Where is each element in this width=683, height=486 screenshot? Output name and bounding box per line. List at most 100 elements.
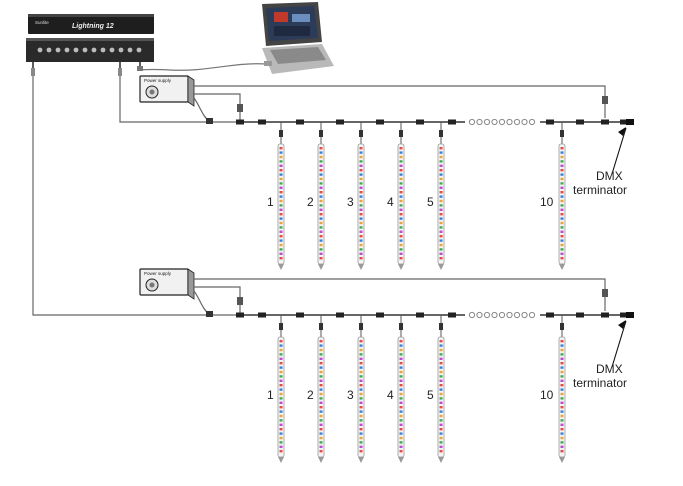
xlr-jack: [46, 47, 52, 53]
led-segment: [399, 370, 403, 374]
led-segment: [359, 239, 363, 242]
led-segment: [359, 432, 363, 435]
led-segment: [439, 182, 443, 185]
led-segment: [560, 257, 564, 260]
led-segment: [399, 419, 403, 422]
led-tube: 1: [267, 122, 285, 270]
led-segment: [319, 366, 323, 369]
led-segment: [359, 344, 363, 347]
continuation-dot: [498, 118, 506, 126]
led-segment: [439, 340, 443, 343]
led-segment: [359, 177, 363, 181]
led-segment: [359, 436, 363, 440]
led-segment: [359, 235, 363, 238]
led-segment: [439, 357, 443, 360]
led-segment: [560, 379, 564, 382]
led-segment: [439, 217, 443, 220]
led-segment: [279, 414, 283, 418]
led-segment: [319, 384, 323, 387]
led-segment: [279, 379, 283, 382]
led-segment: [439, 239, 443, 242]
led-segment: [359, 375, 363, 378]
led-segment: [279, 388, 283, 391]
bus-connector: [620, 312, 628, 318]
led-segment: [399, 226, 403, 229]
led-segment: [319, 450, 323, 453]
bus-connector: [601, 119, 609, 125]
led-segment: [560, 169, 564, 172]
led-segment: [560, 147, 564, 150]
led-segment: [560, 217, 564, 220]
bus-connector: [336, 119, 344, 125]
led-segment: [279, 340, 283, 343]
led-segment: [399, 208, 403, 211]
led-segment: [560, 423, 564, 426]
led-segment: [560, 406, 564, 409]
xlr-jack: [109, 47, 115, 53]
led-segment: [439, 230, 443, 233]
led-segment: [359, 226, 363, 229]
led-segment: [560, 252, 564, 255]
led-segment: [359, 410, 363, 413]
led-segment: [319, 423, 323, 426]
led-segment: [439, 151, 443, 154]
led-segment: [399, 401, 403, 404]
led-segment: [279, 450, 283, 453]
led-segment: [399, 239, 403, 242]
led-segment: [399, 217, 403, 220]
led-segment: [279, 357, 283, 360]
bus-connector: [576, 312, 584, 318]
led-segment: [319, 182, 323, 185]
led-segment: [399, 243, 403, 247]
led-segment: [399, 182, 403, 185]
continuation-dot: [528, 311, 536, 319]
xlr-jack: [73, 47, 79, 53]
led-segment: [319, 392, 323, 396]
led-segment: [399, 428, 403, 431]
led-segment: [279, 419, 283, 422]
controller-brand: Sunlite: [35, 20, 49, 25]
led-segment: [359, 195, 363, 198]
led-segment: [359, 164, 363, 167]
led-segment: [399, 235, 403, 238]
led-segment: [279, 248, 283, 251]
led-tube: 3: [347, 315, 365, 463]
led-segment: [399, 348, 403, 352]
led-segment: [560, 414, 564, 418]
led-segment: [439, 392, 443, 396]
led-segment: [319, 419, 323, 422]
led-segment: [279, 217, 283, 220]
led-tube: 5: [427, 122, 445, 270]
led-segment: [399, 169, 403, 172]
led-segment: [560, 230, 564, 233]
led-segment: [399, 213, 403, 216]
led-segment: [439, 177, 443, 181]
led-segment: [279, 257, 283, 260]
led-segment: [319, 177, 323, 181]
continuation-dot: [521, 118, 528, 126]
led-segment: [399, 353, 403, 356]
led-segment: [279, 348, 283, 352]
tube-number-label: 5: [427, 388, 434, 402]
led-segment: [560, 362, 564, 365]
led-segment: [439, 406, 443, 409]
led-segment: [279, 401, 283, 404]
led-segment: [359, 419, 363, 422]
led-segment: [359, 230, 363, 233]
xlr-jack: [82, 47, 88, 53]
led-segment: [439, 348, 443, 352]
led-segment: [439, 432, 443, 435]
led-segment: [319, 410, 323, 413]
led-segment: [439, 366, 443, 369]
led-segment: [560, 384, 564, 387]
led-segment: [279, 344, 283, 347]
led-segment: [399, 362, 403, 365]
led-segment: [279, 445, 283, 448]
power-plug-icon: [206, 118, 213, 124]
tube-number-label: 2: [307, 388, 314, 402]
power-supply: Power supply: [139, 268, 195, 300]
led-segment: [560, 445, 564, 448]
led-segment: [319, 151, 323, 154]
led-segment: [560, 340, 564, 343]
led-segment: [279, 252, 283, 255]
